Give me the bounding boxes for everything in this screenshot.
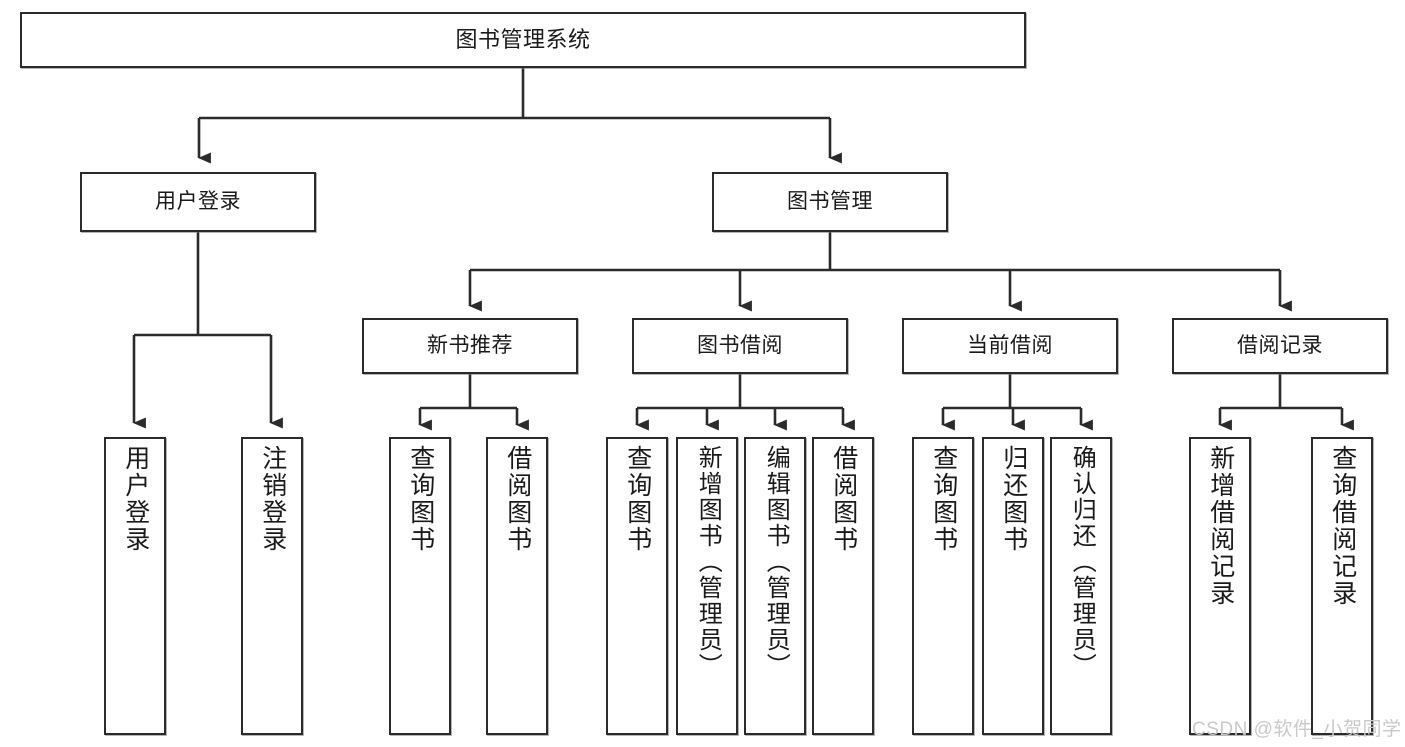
node-leaf-borrow-book-rec-label: 借阅图书	[503, 445, 532, 553]
node-current-borrow[interactable]: 当前借阅	[902, 318, 1118, 374]
node-user-login[interactable]: 用户登录	[80, 172, 316, 232]
node-book-manage-label: 图书管理	[787, 189, 873, 213]
node-leaf-user-login[interactable]: 用户登录	[104, 437, 166, 735]
node-leaf-borrow-book[interactable]: 借阅图书	[812, 437, 874, 735]
node-leaf-user-login-label: 用户登录	[121, 445, 150, 553]
node-leaf-query-book-cur[interactable]: 查询图书	[912, 437, 974, 735]
node-root[interactable]: 图书管理系统	[20, 12, 1026, 68]
node-book-manage[interactable]: 图书管理	[712, 172, 948, 232]
node-leaf-return-book[interactable]: 归还图书	[982, 437, 1044, 735]
node-new-book-recommend[interactable]: 新书推荐	[362, 318, 578, 374]
node-leaf-query-book-rec-label: 查询图书	[406, 445, 435, 553]
node-leaf-add-borrow-record-label: 新增借阅记录	[1206, 445, 1235, 607]
node-leaf-borrow-book-rec[interactable]: 借阅图书	[486, 437, 548, 735]
node-leaf-query-borrow-record[interactable]: 查询借阅记录	[1311, 437, 1373, 735]
node-leaf-logout-label: 注销登录	[258, 445, 287, 553]
csdn-watermark: CSDN @软件_小贺同学	[1192, 719, 1402, 740]
node-leaf-edit-book-admin-label: 编辑图书（管理员）	[762, 445, 790, 679]
node-leaf-query-book-borrow[interactable]: 查询图书	[606, 437, 668, 735]
node-book-borrow-label: 图书借阅	[697, 333, 783, 357]
node-borrow-record[interactable]: 借阅记录	[1172, 318, 1388, 374]
node-user-login-label: 用户登录	[155, 189, 241, 213]
node-leaf-borrow-book-label: 借阅图书	[829, 445, 858, 553]
node-leaf-query-borrow-record-label: 查询借阅记录	[1328, 445, 1357, 607]
node-leaf-confirm-return-admin-label: 确认归还（管理员）	[1068, 445, 1096, 679]
node-current-borrow-label: 当前借阅	[967, 333, 1053, 357]
node-leaf-add-borrow-record[interactable]: 新增借阅记录	[1189, 437, 1251, 735]
node-root-label: 图书管理系统	[455, 27, 591, 53]
node-leaf-query-book-cur-label: 查询图书	[929, 445, 958, 553]
node-book-borrow[interactable]: 图书借阅	[632, 318, 848, 374]
node-leaf-edit-book-admin[interactable]: 编辑图书（管理员）	[744, 437, 806, 735]
node-leaf-add-book-admin-label: 新增图书（管理员）	[694, 445, 722, 679]
node-leaf-add-book-admin[interactable]: 新增图书（管理员）	[676, 437, 738, 735]
node-leaf-return-book-label: 归还图书	[999, 445, 1028, 553]
node-new-book-recommend-label: 新书推荐	[427, 333, 513, 357]
node-leaf-query-book-borrow-label: 查询图书	[623, 445, 652, 553]
node-leaf-logout[interactable]: 注销登录	[241, 437, 303, 735]
node-borrow-record-label: 借阅记录	[1237, 333, 1323, 357]
node-leaf-query-book-rec[interactable]: 查询图书	[389, 437, 451, 735]
node-leaf-confirm-return-admin[interactable]: 确认归还（管理员）	[1050, 437, 1112, 735]
